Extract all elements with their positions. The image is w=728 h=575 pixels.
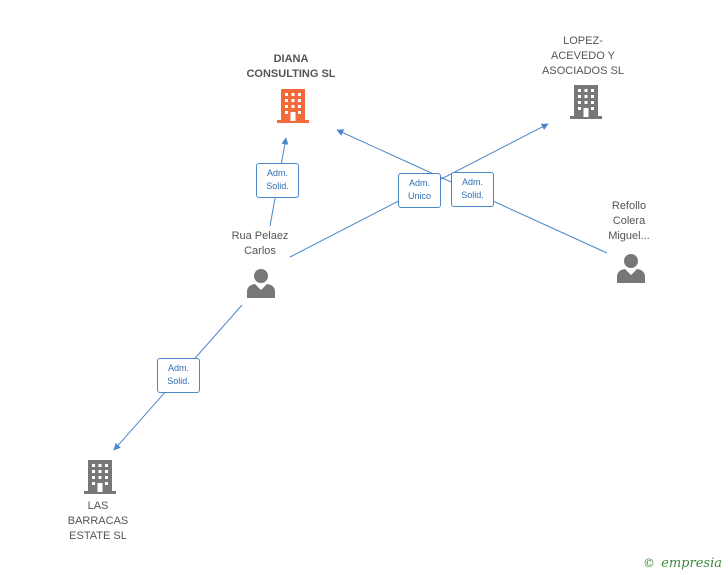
node-label-refollo-colera[interactable]: Refollo Colera Miguel... [608,200,650,242]
node-label-lopez-acevedo[interactable]: LOPEZ- ACEVEDO Y ASOCIADOS SL [542,35,624,77]
building-icon[interactable] [277,89,309,123]
building-icon[interactable] [570,85,602,119]
edge-label-rua-barracas[interactable]: Adm. Solid. [157,358,200,393]
edge-label-refollo-diana[interactable]: Adm. Solid. [451,172,494,207]
edge-label-rua-diana[interactable]: Adm. Solid. [256,163,299,198]
copyright-symbol: © [643,556,656,570]
person-icon[interactable] [246,268,276,298]
brand-name: empresia [661,556,722,571]
node-label-rua-pelaez[interactable]: Rua Pelaez Carlos [231,230,289,257]
building-icon[interactable] [84,460,116,494]
person-icon[interactable] [616,253,646,283]
node-label-las-barracas[interactable]: LAS BARRACAS ESTATE SL [67,500,129,542]
brand-logo[interactable]: © empresia [643,556,722,571]
node-label-diana-consulting[interactable]: DIANA CONSULTING SL [246,53,336,80]
edge-label-rua-lopez[interactable]: Adm. Unico [398,173,441,208]
